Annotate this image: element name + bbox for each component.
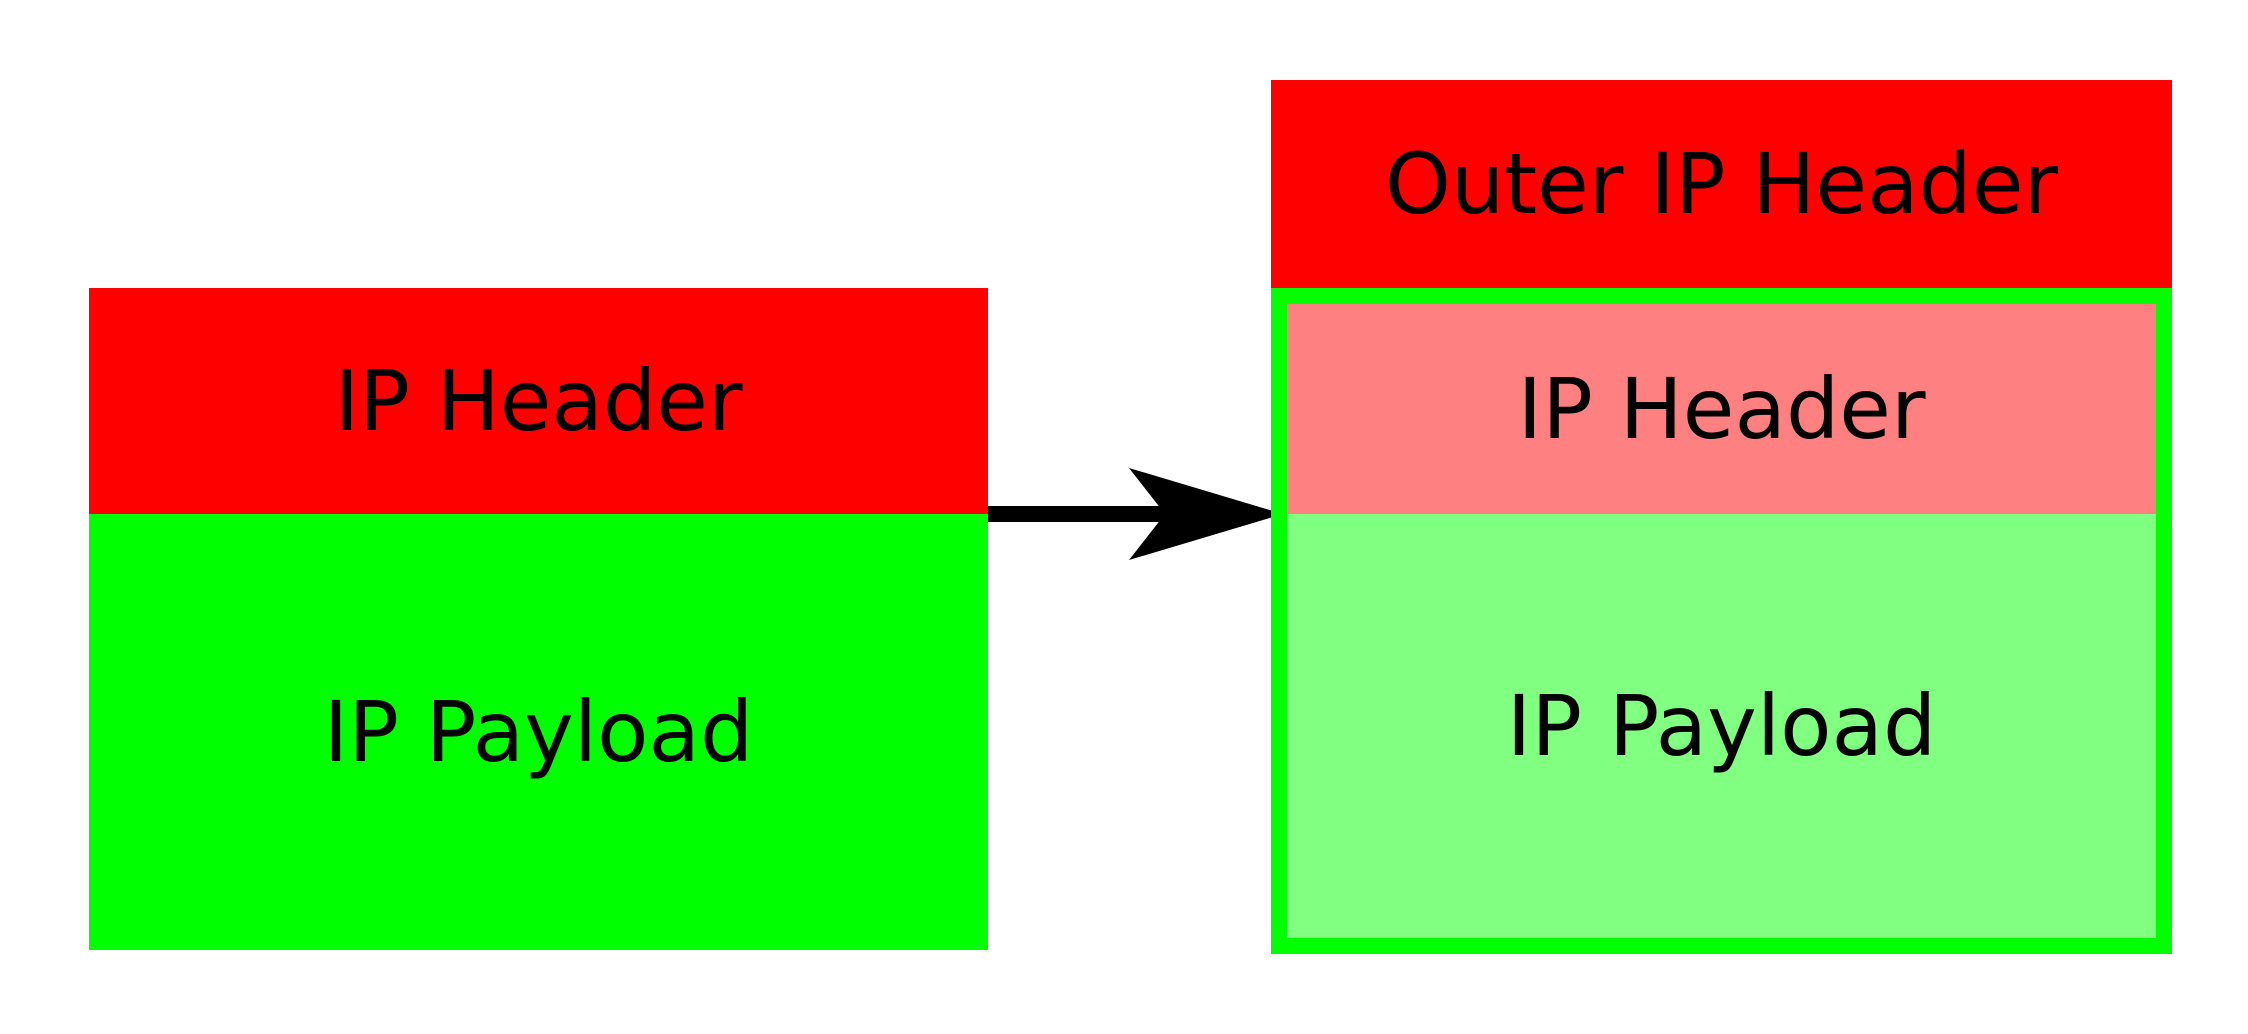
inner-ip-payload-block: IP Payload [1287,514,2156,938]
original-ip-header-block: IP Header [89,288,988,514]
original-ip-payload-block: IP Payload [89,514,988,950]
inner-ip-payload-label: IP Payload [1506,677,1937,775]
original-ip-header-label: IP Header [334,352,743,450]
outer-ip-header-label: Outer IP Header [1384,135,2059,233]
original-ip-payload-label: IP Payload [323,683,754,781]
inner-ip-header-label: IP Header [1517,360,1926,458]
arrow-head [1129,468,1283,560]
outer-ip-header-block: Outer IP Header [1271,80,2172,288]
inner-ip-header-block: IP Header [1287,304,2156,514]
encapsulation-frame [1271,288,2172,954]
